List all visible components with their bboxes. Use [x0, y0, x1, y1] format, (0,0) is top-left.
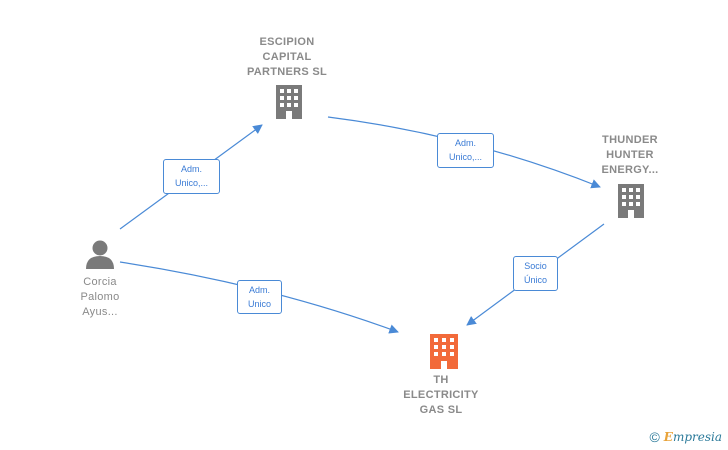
edge-label-corcia-escipion[interactable]: Adm. Unico,...: [163, 159, 220, 194]
building-icon: [430, 334, 458, 369]
edge-label-corcia-th[interactable]: Adm. Unico: [237, 280, 282, 314]
node-label-corcia[interactable]: Corcia Palomo Ayus...: [80, 276, 120, 318]
copyright-icon: ©: [649, 429, 660, 445]
node-label-thunder[interactable]: THUNDER HUNTER ENERGY...: [601, 134, 659, 176]
node-label-th[interactable]: TH ELECTRICITY GAS SL: [403, 374, 479, 416]
node-label-escipion[interactable]: ESCIPION CAPITAL PARTNERS SL: [246, 36, 328, 78]
building-icon: [618, 184, 644, 218]
edge-label-thunder-th[interactable]: Socio Único: [513, 256, 558, 291]
edge-label-escipion-thunder[interactable]: Adm. Unico,...: [437, 133, 494, 168]
person-icon: [86, 240, 114, 269]
building-icon: [276, 85, 302, 119]
